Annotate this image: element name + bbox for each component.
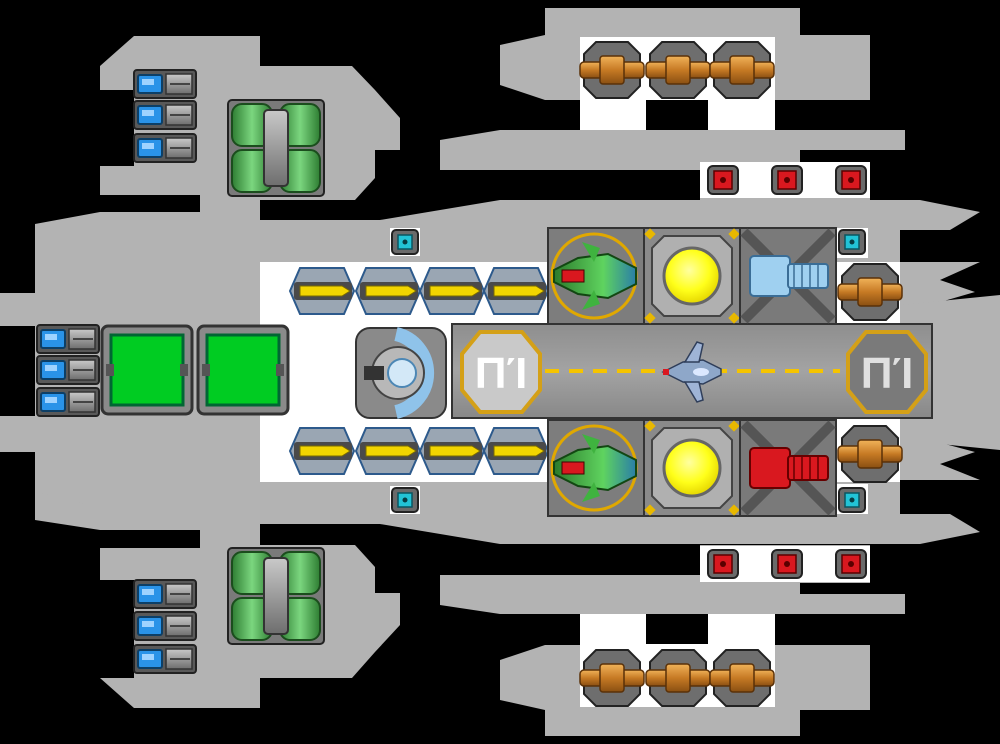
sensor-node-icon[interactable] <box>838 229 866 255</box>
battery-cell-icon[interactable] <box>133 69 197 99</box>
autocannon-icon[interactable] <box>645 41 711 99</box>
plasma-cannon-icon[interactable] <box>739 419 837 517</box>
drone-bay-icon[interactable] <box>547 227 645 325</box>
rocket-launcher-icon[interactable] <box>418 427 486 475</box>
plasma-cannon-icon[interactable] <box>739 227 837 325</box>
battery-cell-icon[interactable] <box>36 355 100 385</box>
hull-lower-left-strut <box>35 492 260 548</box>
shield-generator-icon[interactable] <box>100 324 194 416</box>
warning-light-icon[interactable] <box>707 165 739 195</box>
battery-cell-icon[interactable] <box>133 100 197 130</box>
engine-thruster-icon[interactable] <box>355 327 447 419</box>
landing-marker-right: ΠΊ <box>846 330 928 414</box>
warning-light-icon[interactable] <box>835 549 867 579</box>
sensor-node-icon[interactable] <box>391 487 419 513</box>
warning-light-icon[interactable] <box>835 165 867 195</box>
hull-right-lower-fin <box>900 440 980 480</box>
rocket-launcher-icon[interactable] <box>418 267 486 315</box>
landing-marker-right-label: ΠΊ <box>861 349 914 398</box>
warning-light-icon[interactable] <box>771 165 803 195</box>
autocannon-icon[interactable] <box>579 41 645 99</box>
warning-light-icon[interactable] <box>707 549 739 579</box>
battery-cell-icon[interactable] <box>133 611 197 641</box>
autocannon-icon[interactable] <box>709 649 775 707</box>
sensor-node-icon[interactable] <box>838 487 866 513</box>
autocannon-icon[interactable] <box>709 41 775 99</box>
autocannon-icon[interactable] <box>645 649 711 707</box>
warning-light-icon[interactable] <box>771 549 803 579</box>
battery-cell-icon[interactable] <box>36 387 100 417</box>
hull-right-upper-fin <box>900 262 980 305</box>
rocket-launcher-icon[interactable] <box>354 427 422 475</box>
rocket-launcher-icon[interactable] <box>482 267 550 315</box>
battery-cell-icon[interactable] <box>133 644 197 674</box>
battery-cell-icon[interactable] <box>133 579 197 609</box>
hull-left-mid-lower <box>35 452 260 505</box>
battery-cell-icon[interactable] <box>36 324 100 354</box>
fighter-ship-icon[interactable] <box>661 341 722 403</box>
fuel-tank-icon[interactable] <box>227 99 325 197</box>
landing-marker-left-label: ΠΊ <box>475 349 528 398</box>
rocket-launcher-icon[interactable] <box>288 267 356 315</box>
rocket-launcher-icon[interactable] <box>288 427 356 475</box>
autocannon-icon[interactable] <box>837 263 903 321</box>
autocannon-icon[interactable] <box>579 649 645 707</box>
reactor-core-icon[interactable] <box>643 419 741 517</box>
landing-pad[interactable]: ΠΊ ΠΊ <box>451 323 933 419</box>
rocket-launcher-icon[interactable] <box>482 427 550 475</box>
rocket-launcher-icon[interactable] <box>354 267 422 315</box>
hull-left-mid-upper <box>35 240 260 293</box>
drone-bay-icon[interactable] <box>547 419 645 517</box>
sensor-node-icon[interactable] <box>391 229 419 255</box>
reactor-core-icon[interactable] <box>643 227 741 325</box>
fuel-tank-icon[interactable] <box>227 547 325 645</box>
autocannon-icon[interactable] <box>837 425 903 483</box>
hull-upper-left-strut <box>35 195 260 250</box>
shield-generator-icon[interactable] <box>196 324 290 416</box>
battery-cell-icon[interactable] <box>133 133 197 163</box>
landing-marker-left: ΠΊ <box>460 330 542 414</box>
